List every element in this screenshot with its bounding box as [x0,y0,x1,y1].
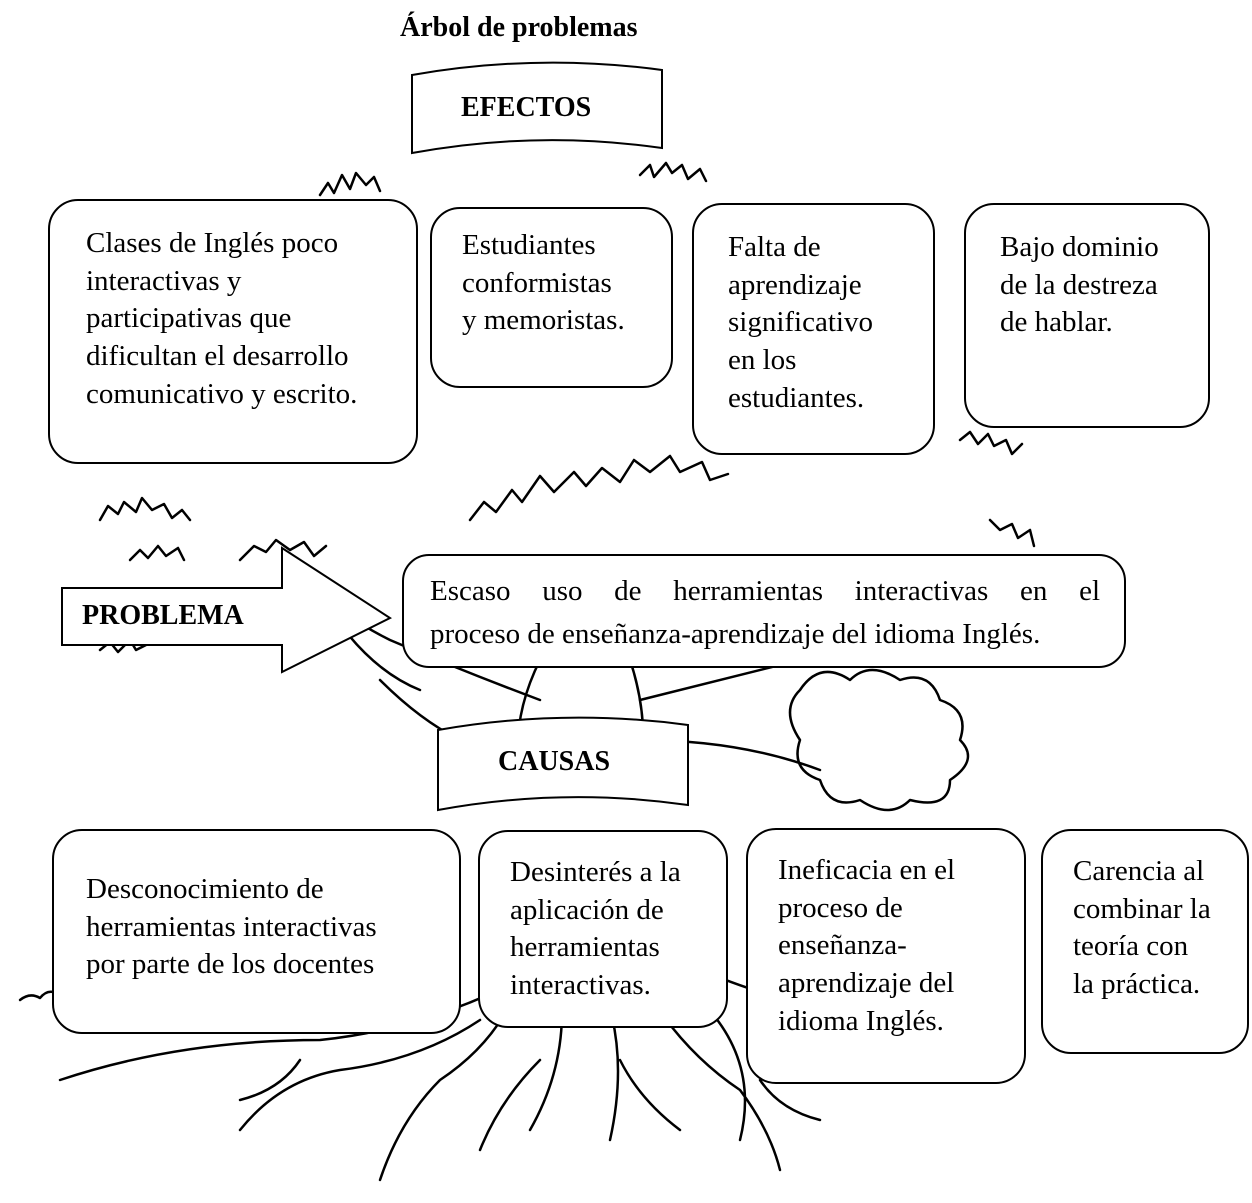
problema-label: PROBLEMA [82,600,244,631]
efecto-box-3: Falta de aprendizaje significativo en lo… [692,203,935,455]
causa-3-line: proceso de [778,891,903,924]
efecto-3-line: aprendizaje [728,268,862,301]
efecto-1-line: participativas que [86,302,292,335]
diagram-title: Árbol de problemas [400,12,638,43]
efecto-3-line: significativo [728,306,873,339]
efecto-4-line: de la destreza [1000,268,1158,301]
causa-2-line: interactivas. [510,969,651,1002]
causa-1-line: Desconocimiento de [86,873,324,905]
causa-box-4: Carencia al combinar la teoría con la pr… [1041,829,1249,1054]
efecto-1-line: comunicativo y escrito. [86,377,358,410]
foliage-left-mid [98,496,192,522]
problem-line-1: Escaso uso de herramientas interactivas … [430,575,1100,607]
causa-1-line: herramientas interactivas [86,910,377,943]
causa-1-line: por parte de los docentes [86,948,375,981]
efectos-label: EFECTOS [461,92,592,123]
causa-2-line: herramientas [510,931,660,964]
efecto-1-line: dificultan el desarrollo [86,340,349,373]
problema-arrow [61,546,393,674]
causas-banner [437,716,689,812]
causa-3-line: idioma Inglés. [778,1004,944,1037]
causa-4-line: Carencia al [1073,855,1205,887]
problem-line-2: proceso de enseñanza-aprendizaje del idi… [430,618,1041,650]
causa-2-line: aplicación de [510,893,664,926]
efecto-2-line: y memoristas. [462,304,625,337]
efecto-2-line: conformistas [462,266,612,299]
causa-box-1: Desconocimiento de herramientas interact… [52,829,461,1034]
efecto-1-line: Clases de Inglés poco [86,227,339,259]
efectos-banner [411,61,663,155]
causa-2-line: Desinterés a la [510,856,681,888]
efecto-3-line: estudiantes. [728,381,865,414]
efecto-3-line: en los [728,344,797,377]
efecto-3-line: Falta de [728,231,821,263]
bush-right [788,668,970,812]
efecto-1-line: interactivas y [86,264,242,297]
foliage-left-mid2 [128,544,186,562]
efecto-box-1: Clases de Inglés poco interactivas y par… [48,199,418,464]
efecto-4-line: Bajo dominio [1000,231,1159,263]
foliage-right-mid2 [988,518,1036,548]
causas-label: CAUSAS [498,746,611,777]
causa-box-3: Ineficacia en el proceso de enseñanza- a… [746,828,1026,1084]
efecto-2-line: Estudiantes [462,229,596,261]
causa-3-line: Ineficacia en el [778,854,956,886]
canopy [468,454,730,522]
foliage-top-right [638,161,708,183]
causa-4-line: la práctica. [1073,968,1201,1001]
problem-box [402,554,1126,668]
efecto-4-line: de hablar. [1000,306,1113,339]
causa-4-line: teoría con [1073,930,1189,963]
causa-3-line: aprendizaje del [778,967,955,1000]
efecto-box-4: Bajo dominio de la destreza de hablar. [964,203,1210,428]
foliage-right-mid [958,430,1024,456]
foliage-left-top [318,171,382,197]
causa-box-2: Desinterés a la aplicación de herramient… [478,830,728,1028]
causa-4-line: combinar la [1073,892,1211,925]
efecto-box-2: Estudiantes conformistas y memoristas. [430,207,673,388]
causa-3-line: enseñanza- [778,929,907,962]
